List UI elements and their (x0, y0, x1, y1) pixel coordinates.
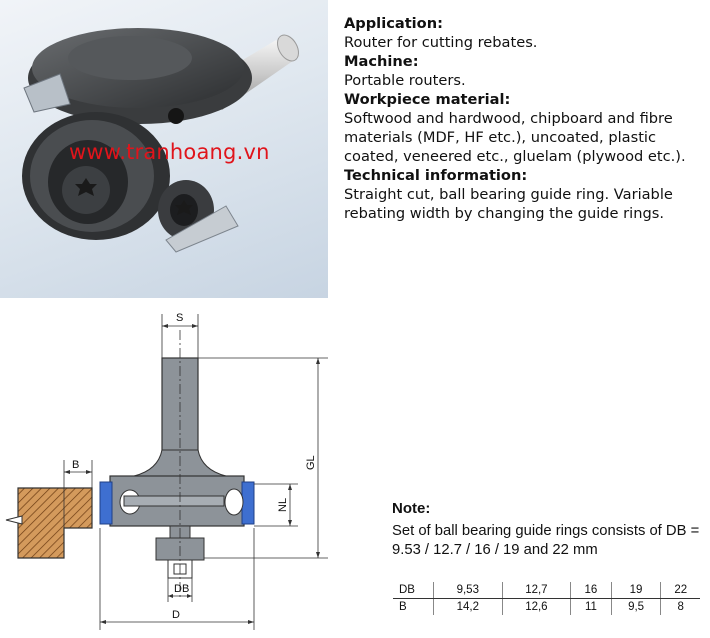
product-photo: www.tranhoang.vn (0, 0, 328, 298)
technical-drawing: S D DB B GL NL (5, 312, 328, 630)
note-text: Set of ball bearing guide rings consists… (392, 523, 700, 558)
application-section: Application: Router for cutting rebates. (344, 14, 704, 52)
workpiece-section (17, 487, 93, 559)
knife-left (99, 481, 113, 525)
table-cell: 12,7 (501, 582, 571, 599)
application-heading: Application: (344, 15, 443, 32)
machine-text: Portable routers. (344, 72, 466, 89)
knife-right (241, 481, 255, 525)
table-cell: 16 (570, 582, 612, 599)
guide-ring-dimension-table: DB 9,53 12,7 16 19 22 B 14,2 12,6 11 9,5… (393, 582, 700, 615)
table-cell: 9,53 (433, 582, 503, 599)
specifications: Application: Router for cutting rebates.… (344, 14, 704, 223)
table-row-label: DB (393, 582, 434, 599)
table-cell: 12,6 (501, 598, 571, 615)
technical-section: Technical information: Straight cut, bal… (344, 166, 704, 223)
table-cell: 8 (660, 598, 700, 615)
workpiece-heading: Workpiece material: (344, 91, 511, 108)
table-cell: 9,5 (610, 598, 661, 615)
router-bit-illustration (22, 28, 300, 253)
machine-heading: Machine: (344, 53, 419, 70)
dim-label-d: D (172, 609, 180, 621)
table-cell: 19 (610, 582, 661, 599)
table-row-label: B (399, 601, 407, 613)
table-row-b: B 14,2 12,6 11 9,5 8 (393, 598, 700, 615)
workpiece-section: Workpiece material: Softwood and hardwoo… (344, 90, 704, 166)
watermark-url: www.tranhoang.vn (69, 140, 270, 164)
dim-label-nl: NL (277, 498, 289, 512)
table-cell: 11 (570, 598, 612, 615)
table-row-db: DB 9,53 12,7 16 19 22 (393, 582, 700, 599)
table-cell: 22 (660, 582, 700, 599)
dim-label-s: S (176, 312, 183, 324)
technical-text: Straight cut, ball bearing guide ring. V… (344, 186, 673, 222)
machine-section: Machine: Portable routers. (344, 52, 704, 90)
dim-label-db: DB (174, 583, 189, 595)
dim-label-gl: GL (305, 455, 317, 470)
workpiece-text: Softwood and hardwood, chipboard and fib… (344, 110, 686, 165)
table-cell: 14,2 (433, 598, 503, 615)
application-text: Router for cutting rebates. (344, 34, 538, 51)
technical-heading: Technical information: (344, 167, 528, 184)
dim-label-b: B (72, 459, 79, 471)
note-heading: Note: (392, 500, 431, 517)
